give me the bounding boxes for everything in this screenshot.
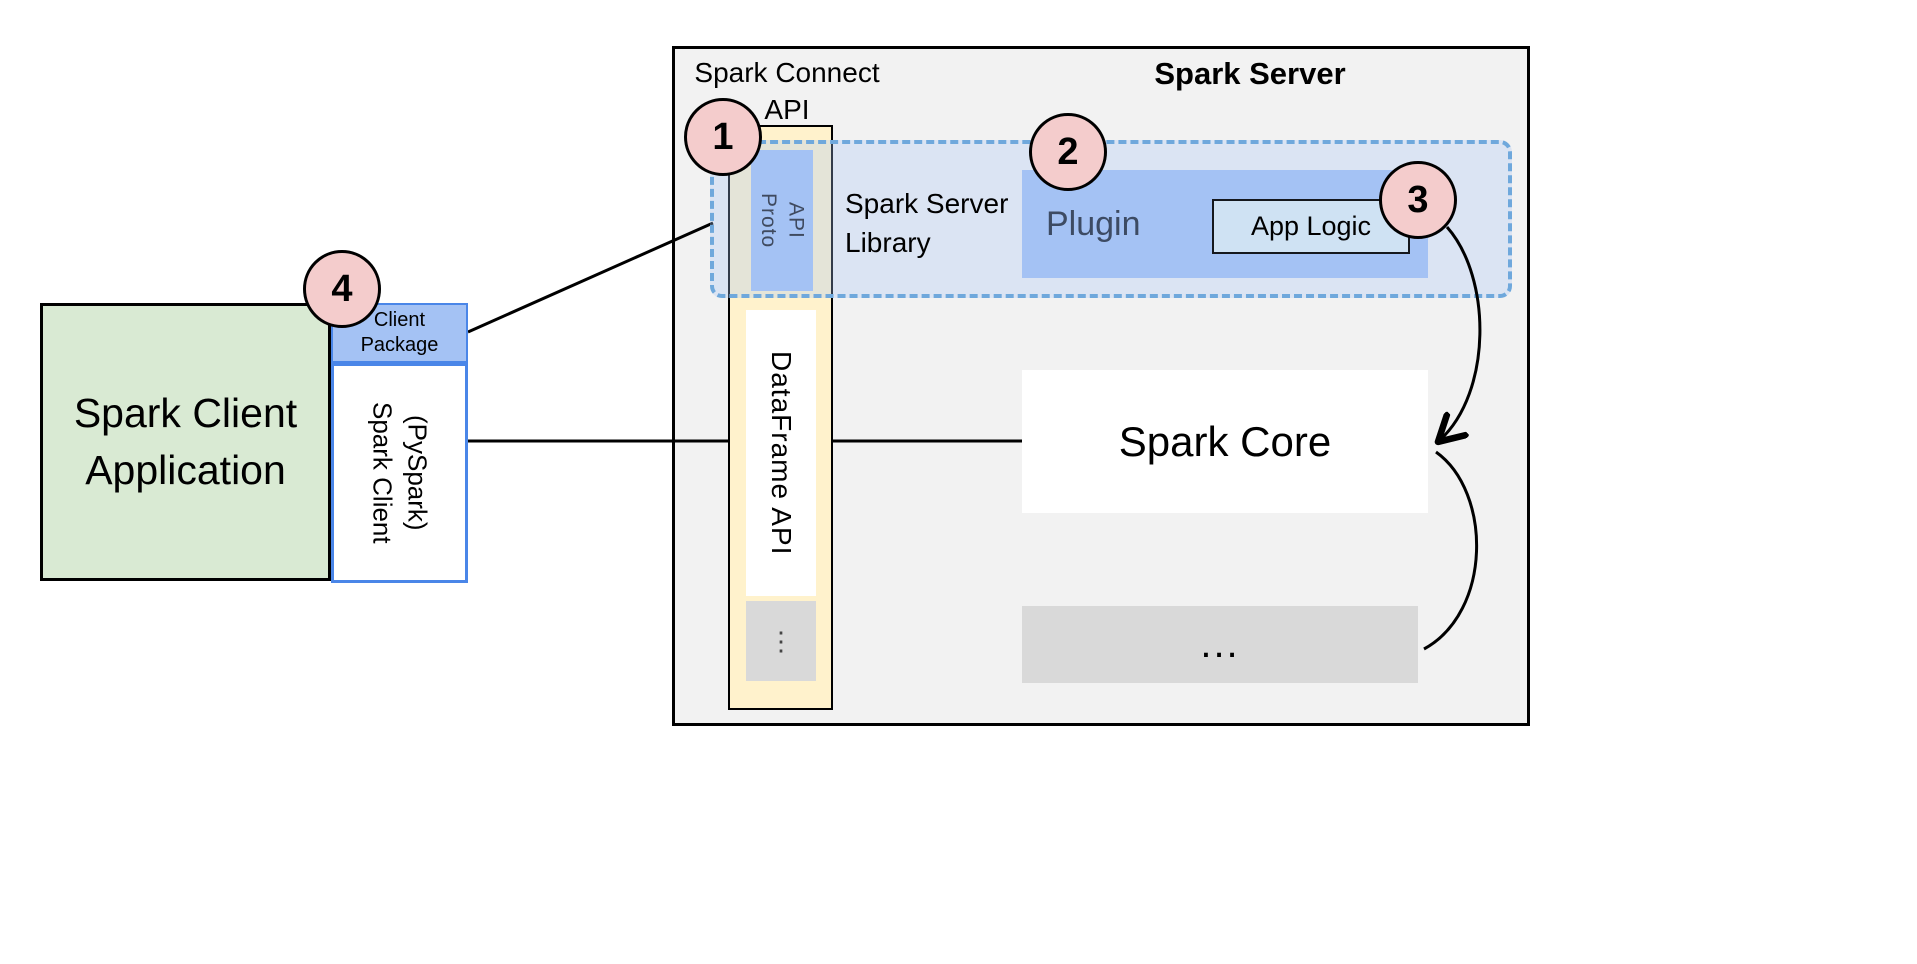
step-badge-3: 3 — [1379, 161, 1457, 239]
server-ellipsis-label: ... — [1200, 622, 1240, 666]
spark-client-pyspark-box: Spark Client (PySpark) — [331, 363, 468, 583]
spark-connect-api-label: Spark Connect API — [694, 57, 880, 125]
server-ellipsis-box: ... — [1022, 606, 1418, 683]
spark-core-box: Spark Core — [1022, 370, 1428, 513]
step-badge-1: 1 — [684, 98, 762, 176]
column-ellipsis-label: ⋮ — [768, 626, 794, 656]
spark-client-application-label: Spark Client Application — [73, 389, 298, 493]
spark-core-label: Spark Core — [1118, 417, 1332, 465]
proto-api-box: Proto API — [751, 150, 813, 291]
spark-server-library-label: Spark Server Library — [845, 188, 1009, 259]
column-ellipsis-box: ⋮ — [746, 601, 816, 681]
step-badge-2: 2 — [1029, 113, 1107, 191]
dataframe-api-label: DataFrame API — [766, 350, 797, 556]
app-logic-label: App Logic — [1250, 211, 1372, 241]
client-package-label: Client Package — [360, 309, 439, 356]
spark-server-title: Spark Server — [1154, 56, 1346, 91]
plugin-label: Plugin — [1046, 204, 1141, 243]
app-logic-box: App Logic — [1212, 199, 1410, 254]
dataframe-api-box: DataFrame API — [746, 310, 816, 596]
spark-client-pyspark-label: Spark Client (PySpark) — [367, 402, 433, 544]
proto-api-label: Proto API — [757, 192, 808, 249]
spark-client-application-box: Spark Client Application — [40, 303, 331, 581]
step-badge-4: 4 — [303, 250, 381, 328]
